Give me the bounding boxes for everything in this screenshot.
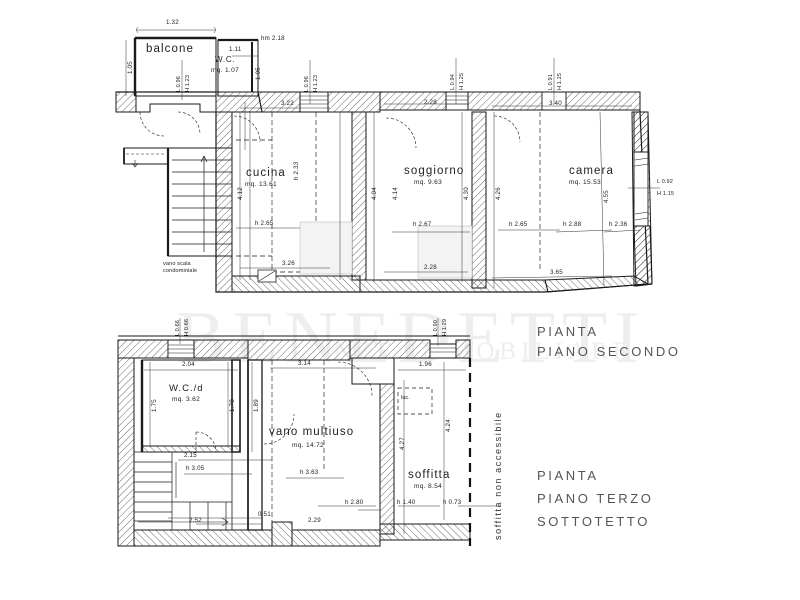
room-label-wc: W.C. xyxy=(215,55,236,64)
upper-plan-geometry xyxy=(115,26,660,293)
stair-note-line2: condominiale xyxy=(163,268,198,274)
dim-soggiorno-top: 2.28 xyxy=(424,99,437,106)
dim-cucina-bottom: 3.26 xyxy=(282,260,295,267)
dim-wc-hm: hm 2.18 xyxy=(261,35,285,42)
dim-camera-h3: h 2.36 xyxy=(609,221,628,228)
opening-height-4: H 1.25 xyxy=(557,72,563,90)
dim-camera-top: 3.40 xyxy=(549,100,562,107)
opening-height-1: H 1.23 xyxy=(185,74,191,92)
dim-camera-h1: h 2.65 xyxy=(509,221,528,228)
dim-multiuso-top: 3.14 xyxy=(298,360,311,367)
dim-cucina-top: 3.22 xyxy=(281,100,294,107)
dim-soffitta-top: 1.96 xyxy=(419,361,432,368)
dim-soffitta-h2: h 0.73 xyxy=(443,499,462,506)
opening-height-3: H 1.25 xyxy=(459,72,465,90)
upper-title-line2: PIANO SECONDO xyxy=(537,344,681,359)
dim-soggiorno-left: 4.14 xyxy=(392,187,399,200)
room-area-vano-multiuso: mq. 14.72 xyxy=(292,442,325,449)
room-label-camera: camera xyxy=(569,165,614,177)
stair-note-line1: vano scala xyxy=(163,261,191,267)
skylight-label: luc. xyxy=(401,395,411,401)
opening-width-3: L 0.94 xyxy=(450,74,456,90)
dim-cucina-h: h 2.65 xyxy=(255,220,274,227)
dim-wc-d-left: 1.75 xyxy=(151,399,158,412)
dim-soggiorno-wall-left: 4.04 xyxy=(371,187,378,200)
room-label-cucina: cucina xyxy=(246,167,286,179)
dim-wc-width: 1.11 xyxy=(229,46,242,53)
dim-wc-side: 1.05 xyxy=(255,67,262,80)
room-area-soffitta: mq. 8.54 xyxy=(414,483,443,490)
room-area-wc-d: mq. 3.62 xyxy=(172,396,201,403)
dim-stair-h: h 3.05 xyxy=(186,465,205,472)
dim-balcone-width: 1.32 xyxy=(166,19,179,26)
dim-camera-h2: h 2.88 xyxy=(563,221,582,228)
dim-stair-width: 2.15 xyxy=(184,452,197,459)
opening-width-1: L 0.96 xyxy=(176,76,182,92)
opening-width-5: L 0.92 xyxy=(657,179,673,185)
dim-multiuso-right: 4.24 xyxy=(445,419,452,432)
room-label-soggiorno: soggiorno xyxy=(404,165,465,177)
dim-soggiorno-right: 4.30 xyxy=(463,187,470,200)
room-area-camera: mq. 15.53 xyxy=(569,179,602,186)
dim-camera-bottom: 3.65 xyxy=(550,269,563,276)
room-label-wc-d: W.C./d xyxy=(169,383,204,394)
dim-cucina-left: 4.12 xyxy=(237,187,244,200)
lower-opening-width-1: L 0.66 xyxy=(175,320,181,336)
soffitta-non-accessibile-note: soffitta non accessibile xyxy=(493,411,503,540)
lower-title-line1: PIANTA xyxy=(537,468,599,483)
dim-soffitta-h1: h 1.40 xyxy=(397,499,416,506)
dim-multiuso-bottom: 2.29 xyxy=(308,517,321,524)
opening-height-5: H 1.15 xyxy=(657,191,675,197)
room-area-soggiorno: mq. 9.63 xyxy=(414,179,443,186)
room-area-wc: mq. 1.07 xyxy=(211,67,240,74)
lower-opening-height-1: H 0.66 xyxy=(184,318,190,336)
dim-balcone-side: 1.05 xyxy=(127,61,134,74)
dim-soggiorno-bottom: 2.28 xyxy=(424,264,437,271)
dim-camera-left: 4.26 xyxy=(495,187,502,200)
dim-wc-d-width: 2.04 xyxy=(182,361,195,368)
upper-title-line1: PIANTA xyxy=(537,324,599,339)
dim-soffitta-left: 4.27 xyxy=(399,437,406,450)
dim-stair-bottom: 2.52 xyxy=(189,517,202,524)
dim-corridor: 1.89 xyxy=(253,399,260,412)
room-label-balcone: balcone xyxy=(146,43,194,55)
dim-cucina-h2: h 2.33 xyxy=(293,161,300,180)
lower-opening-height-2: H 1.29 xyxy=(442,318,448,336)
dim-wc-d-right: 1.78 xyxy=(229,399,236,412)
lower-plan-geometry xyxy=(117,318,500,547)
opening-height-2: H 1.23 xyxy=(313,74,319,92)
dim-multiuso-h: h 3.63 xyxy=(300,469,319,476)
room-label-soffitta: soffitta xyxy=(408,469,451,481)
dim-multiuso-h2: h 2.80 xyxy=(345,499,364,506)
lower-title-line3: SOTTOTETTO xyxy=(537,514,650,529)
lower-title-line2: PIANO TERZO xyxy=(537,491,654,506)
opening-width-2: L 0.96 xyxy=(304,76,310,92)
lower-opening-width-2: L 0.90 xyxy=(433,320,439,336)
dim-camera-right: 4.55 xyxy=(603,190,610,203)
dim-soggiorno-h: h 2.67 xyxy=(413,221,432,228)
room-label-vano-multiuso: vano multiuso xyxy=(269,426,355,438)
dim-step: 0.51 xyxy=(258,511,271,518)
room-area-cucina: mq. 13.61 xyxy=(245,181,278,188)
opening-width-4: L 0.91 xyxy=(548,74,554,90)
